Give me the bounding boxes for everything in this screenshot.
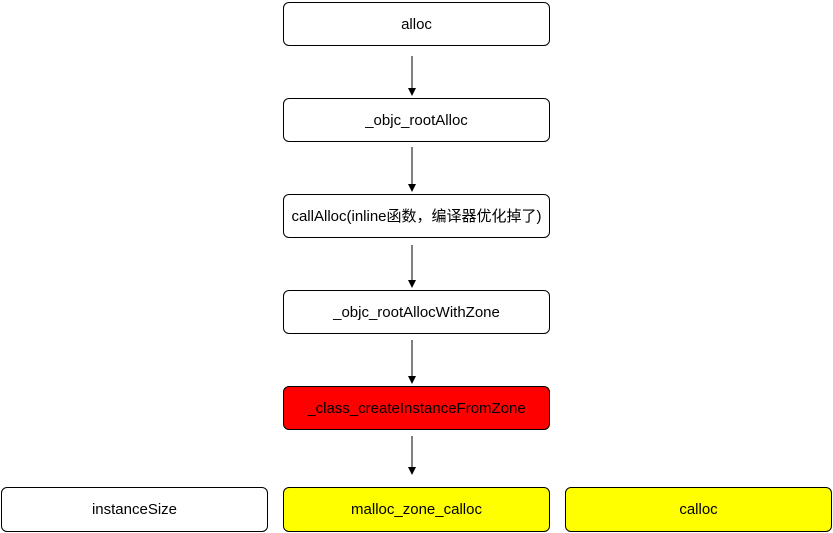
node-alloc: alloc <box>283 2 550 46</box>
node-calloc: calloc <box>565 487 832 532</box>
node-class-create-instance-from-zone: _class_createInstanceFromZone <box>283 386 550 430</box>
node-instance-size-label: instanceSize <box>91 501 178 518</box>
node-objc-root-alloc-label: _objc_rootAlloc <box>365 111 468 129</box>
node-class-create-instance-from-zone-label: _class_createInstanceFromZone <box>307 399 526 417</box>
node-objc-root-alloc: _objc_rootAlloc <box>283 98 550 142</box>
node-objc-root-alloc-with-zone: _objc_rootAllocWithZone <box>283 290 550 334</box>
node-call-alloc: callAlloc(inline函数，编译器优化掉了) <box>283 194 550 238</box>
node-objc-root-alloc-with-zone-label: _objc_rootAllocWithZone <box>333 303 500 321</box>
node-calloc-label: calloc <box>679 501 718 518</box>
node-malloc-zone-calloc-label: malloc_zone_calloc <box>351 501 482 518</box>
node-malloc-zone-calloc: malloc_zone_calloc <box>283 487 550 532</box>
node-call-alloc-label: callAlloc(inline函数，编译器优化掉了) <box>291 207 542 225</box>
node-instance-size: instanceSize <box>1 487 268 532</box>
node-alloc-label: alloc <box>401 15 432 33</box>
